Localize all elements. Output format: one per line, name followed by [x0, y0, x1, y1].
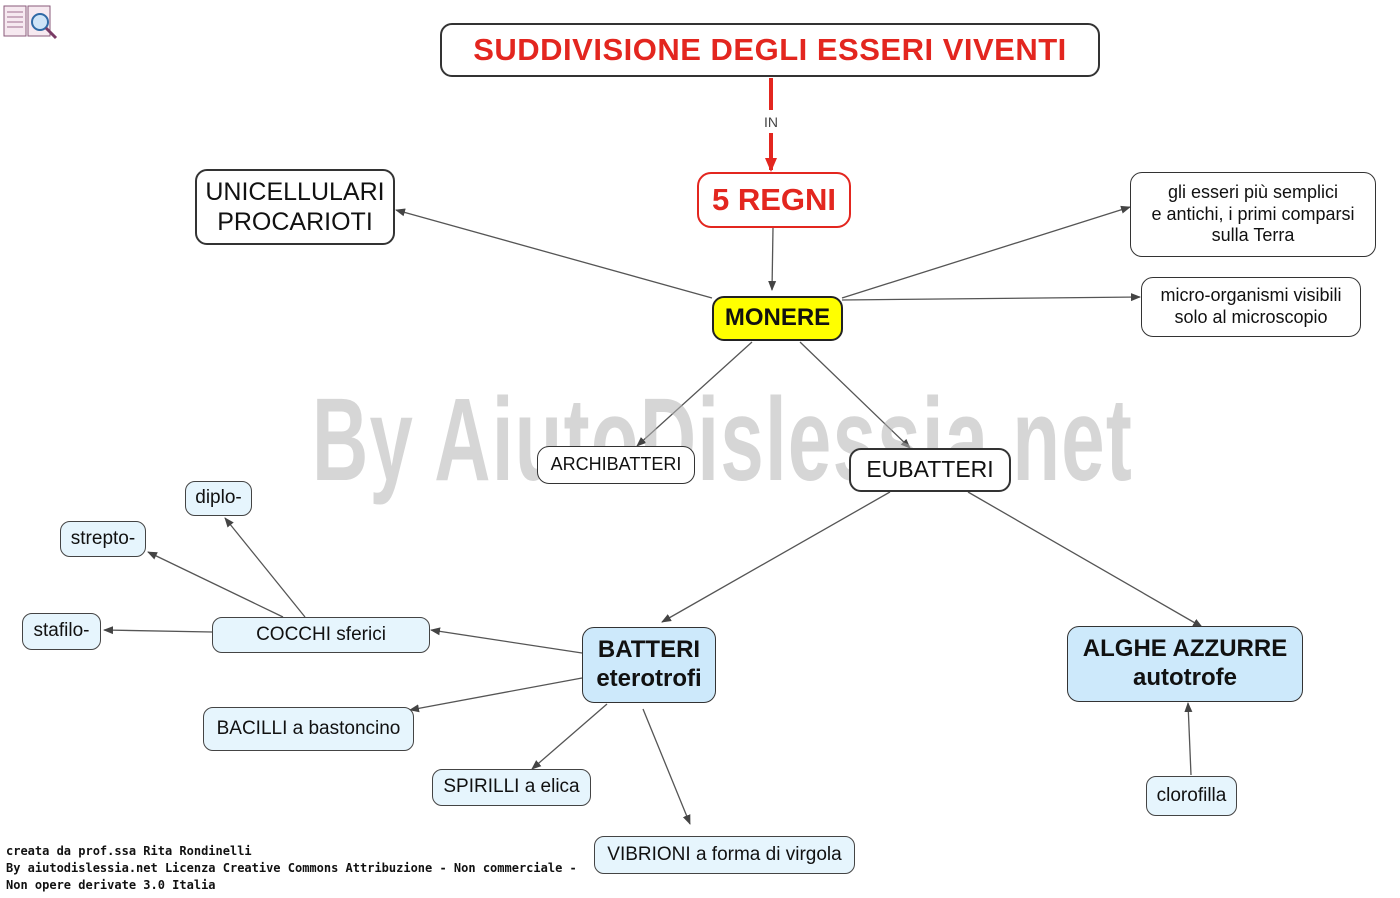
edge-monere-semplici: [841, 205, 1131, 299]
node-stafilo[interactable]: stafilo-: [22, 613, 101, 650]
edge-cocchi-stafilo: [103, 626, 213, 635]
edge-monere-eubatteri: [799, 341, 911, 449]
book-magnifier-icon: [3, 5, 58, 40]
credit-line: By aiutodislessia.net Licenza Creative C…: [6, 861, 577, 875]
node-esseri-semplici[interactable]: gli esseri più semplici e antichi, i pri…: [1130, 172, 1376, 257]
edge-regni-monere: [768, 227, 777, 291]
node-diplo[interactable]: diplo-: [185, 481, 252, 516]
map-title[interactable]: SUDDIVISIONE DEGLI ESSERI VIVENTI: [440, 23, 1100, 77]
node-cocchi-sferici[interactable]: COCCHI sferici: [212, 617, 430, 653]
node-spirilli[interactable]: SPIRILLI a elica: [432, 769, 591, 806]
edge-eubatteri-alghe: [967, 491, 1203, 628]
edge-label-in: IN: [762, 114, 780, 130]
credit-line: Non opere derivate 3.0 Italia: [6, 878, 216, 892]
edge-batteri-spirilli: [531, 703, 608, 770]
node-bacilli[interactable]: BACILLI a bastoncino: [203, 707, 414, 751]
credits: creata da prof.ssa Rita Rondinelli By ai…: [6, 843, 577, 894]
watermark: By AiutoDislessia.net: [312, 374, 1134, 506]
edge-monere-unicellulari: [395, 208, 713, 299]
credit-line: creata da prof.ssa Rita Rondinelli: [6, 844, 252, 858]
node-batteri-eterotrofi[interactable]: BATTERI eterotrofi: [582, 627, 716, 703]
edge-clorofilla-alghe: [1184, 702, 1193, 776]
edge-batteri-vibrioni: [642, 708, 691, 825]
node-archibatteri[interactable]: ARCHIBATTERI: [537, 446, 695, 484]
node-strepto[interactable]: strepto-: [60, 521, 146, 557]
node-clorofilla[interactable]: clorofilla: [1146, 776, 1237, 816]
node-vibrioni[interactable]: VIBRIONI a forma di virgola: [594, 836, 855, 874]
edge-cocchi-diplo: [224, 517, 306, 618]
node-micro-organismi[interactable]: micro-organismi visibili solo al microsc…: [1141, 277, 1361, 337]
node-alghe-azzurre[interactable]: ALGHE AZZURRE autotrofe: [1067, 626, 1303, 702]
edge-monere-micro: [841, 293, 1141, 302]
node-eubatteri[interactable]: EUBATTERI: [849, 448, 1011, 492]
node-5-regni[interactable]: 5 REGNI: [697, 172, 851, 228]
edge-cocchi-strepto: [147, 551, 284, 618]
edge-batteri-cocchi: [430, 627, 583, 654]
edge-monere-archibatteri: [636, 341, 753, 447]
edge-batteri-bacilli: [409, 677, 583, 713]
node-monere[interactable]: MONERE: [712, 296, 843, 341]
edge-eubatteri-batteri: [661, 491, 891, 623]
node-unicellulari-procarioti[interactable]: UNICELLULARI PROCARIOTI: [195, 169, 395, 245]
